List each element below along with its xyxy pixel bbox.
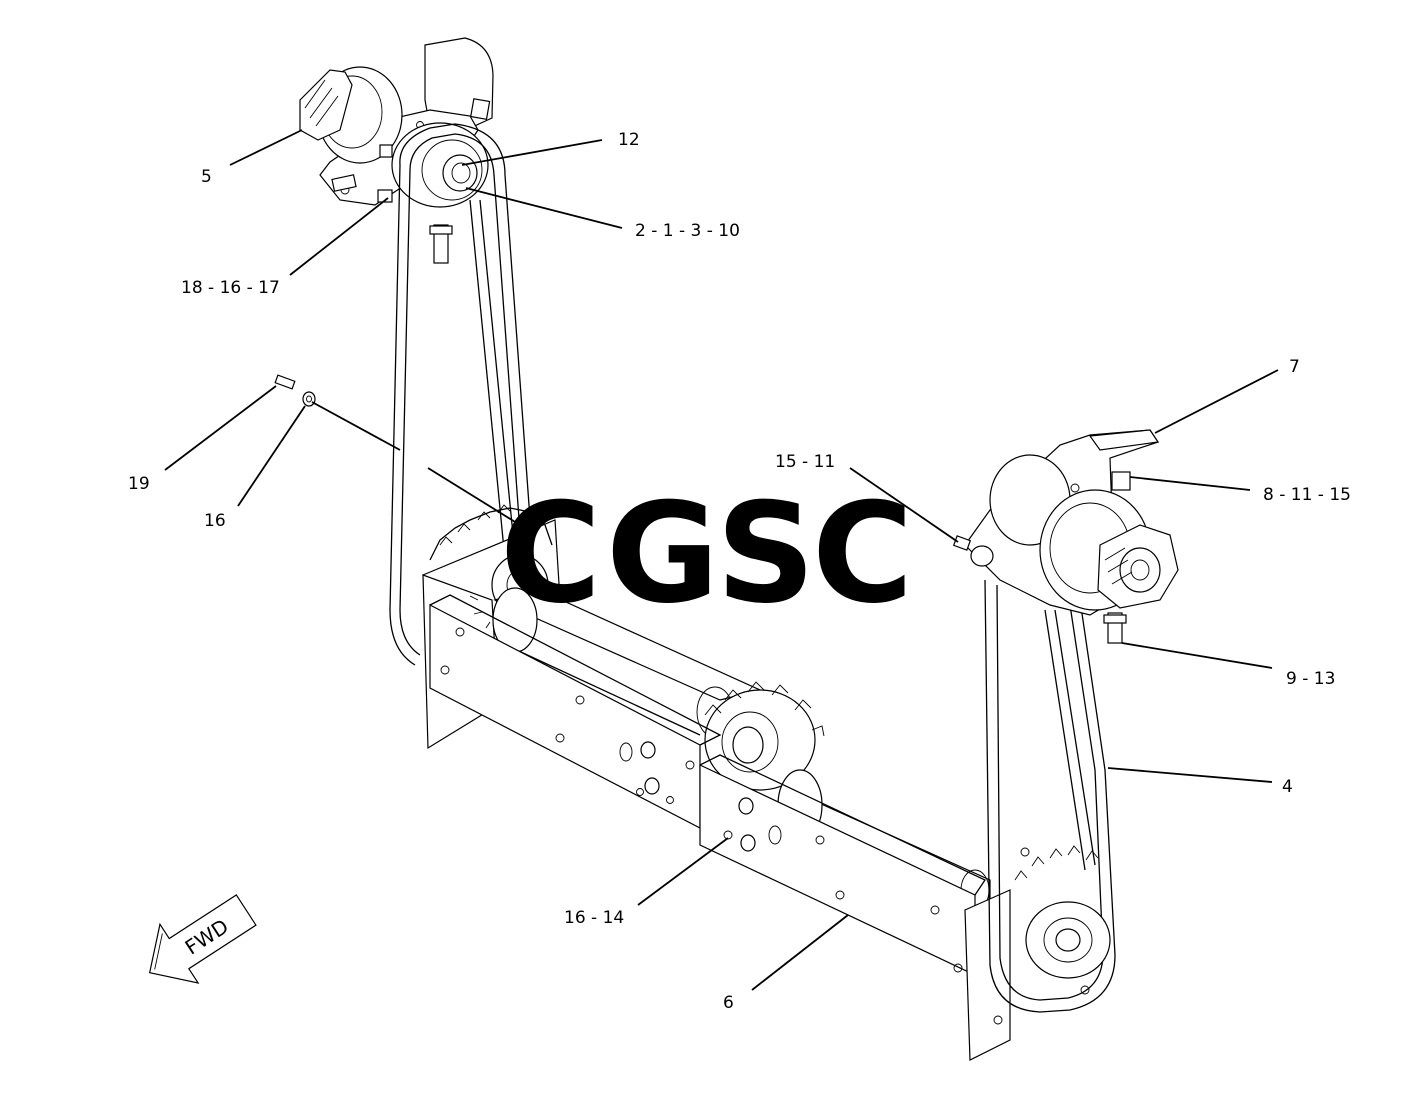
- watermark-letter-s: S: [716, 473, 815, 634]
- left-upper-pulley: [377, 98, 491, 264]
- leader-8-11-15: [1129, 476, 1251, 491]
- leader-16: [237, 405, 306, 507]
- callout-15-11: 15 - 11: [775, 452, 835, 472]
- center-sprocket: [704, 681, 825, 791]
- callout-labels: 5 12 2 - 1 - 3 - 10 18 - 16 - 17 7 15 - …: [128, 130, 1351, 1013]
- callout-16: 16: [204, 511, 226, 531]
- leader-16-14: [637, 837, 729, 906]
- leader-6: [751, 914, 849, 991]
- callout-8-11-15: 8 - 11 - 15: [1263, 485, 1351, 505]
- leader-19: [164, 385, 277, 471]
- leader-15-11: [849, 467, 959, 543]
- watermark-letter-g: G: [606, 473, 719, 634]
- leader-4: [1107, 767, 1273, 783]
- callout-6: 6: [723, 993, 734, 1013]
- callout-9-13: 9 - 13: [1286, 669, 1335, 689]
- leader-16-extension-lower: [427, 467, 521, 526]
- callout-12: 12: [618, 130, 640, 150]
- callout-19: 19: [128, 474, 150, 494]
- loose-bolt-19: [274, 374, 296, 390]
- callout-5: 5: [201, 167, 212, 187]
- callout-7: 7: [1289, 357, 1300, 377]
- leader-18-16-17: [289, 197, 389, 276]
- adjuster-bolt: [952, 535, 994, 567]
- left-drive-motor: [299, 66, 403, 192]
- watermark-letter-c1: C: [500, 473, 601, 634]
- leader-9-13: [1121, 642, 1273, 669]
- leader-7: [1154, 369, 1279, 434]
- leader-lines: [164, 129, 1279, 991]
- watermark-letter-c2: C: [812, 473, 913, 634]
- cgsc-watermark: C G S C: [500, 473, 913, 634]
- leader-12: [461, 139, 603, 166]
- leader-16-extension: [311, 401, 401, 451]
- loose-washer-16: [302, 391, 316, 407]
- callout-4: 4: [1282, 777, 1293, 797]
- callout-18-16-17: 18 - 16 - 17: [181, 278, 280, 298]
- leader-5: [229, 129, 303, 166]
- fwd-direction-arrow: FWD: [148, 894, 257, 984]
- right-drive-belt: [984, 579, 1116, 1013]
- right-lower-sprocket: [1014, 845, 1111, 995]
- leader-2-1-3-10: [465, 187, 623, 229]
- callout-16-14: 16 - 14: [564, 908, 624, 928]
- right-drive-motor: [1039, 471, 1179, 644]
- right-end-plate: [964, 889, 1011, 1061]
- callout-2-1-3-10: 2 - 1 - 3 - 10: [635, 221, 740, 241]
